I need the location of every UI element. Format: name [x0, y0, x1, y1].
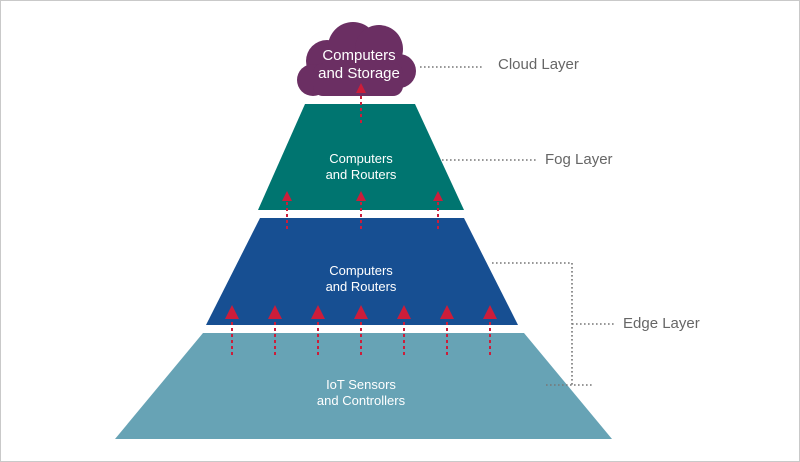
fog-text-line2: and Routers [325, 166, 397, 182]
arrow-edge-to-fog-3 [433, 191, 443, 229]
cloud-text-line1: Computers [322, 47, 396, 64]
fog-layer-label: Fog Layer [545, 151, 613, 168]
iot-layer-shape [115, 333, 612, 439]
arrow-iot-to-edge-6 [440, 305, 454, 355]
leader-lines [420, 66, 615, 386]
edge-upper-text: Computers and Routers [291, 263, 431, 294]
iot-arrows [225, 305, 497, 355]
arrow-edge-to-fog-1 [282, 191, 292, 229]
arrow-iot-to-edge-7 [483, 305, 497, 355]
arrow-iot-to-edge-3 [311, 305, 325, 355]
edge-layer-shape [206, 218, 518, 325]
edge-lower-text-line2: and Controllers [316, 392, 406, 408]
arrow-iot-to-edge-1 [225, 305, 239, 355]
arrow-fog-to-cloud [356, 83, 366, 123]
cloud-layer-label: Cloud Layer [498, 56, 579, 73]
fog-text-line1: Computers [329, 151, 393, 166]
edge-upper-text-line1: Computers [329, 263, 393, 278]
fog-text: Computers and Routers [291, 151, 431, 182]
edge-lower-text-line1: IoT Sensors [326, 377, 396, 392]
edge-lower-text: IoT Sensors and Controllers [281, 377, 441, 408]
arrow-iot-to-edge-5 [397, 305, 411, 355]
cloud-shape [297, 22, 416, 96]
cloud-text-line2: and Storage [318, 65, 400, 82]
edge-upper-text-line2: and Routers [325, 278, 397, 294]
cloud-text: Computers and Storage [301, 47, 417, 83]
arrow-edge-to-fog-2 [356, 191, 366, 229]
arrow-iot-to-edge-4 [354, 305, 368, 355]
edge-layer-label: Edge Layer [623, 315, 700, 332]
arrow-iot-to-edge-2 [268, 305, 282, 355]
fog-layer-shape [258, 104, 464, 210]
